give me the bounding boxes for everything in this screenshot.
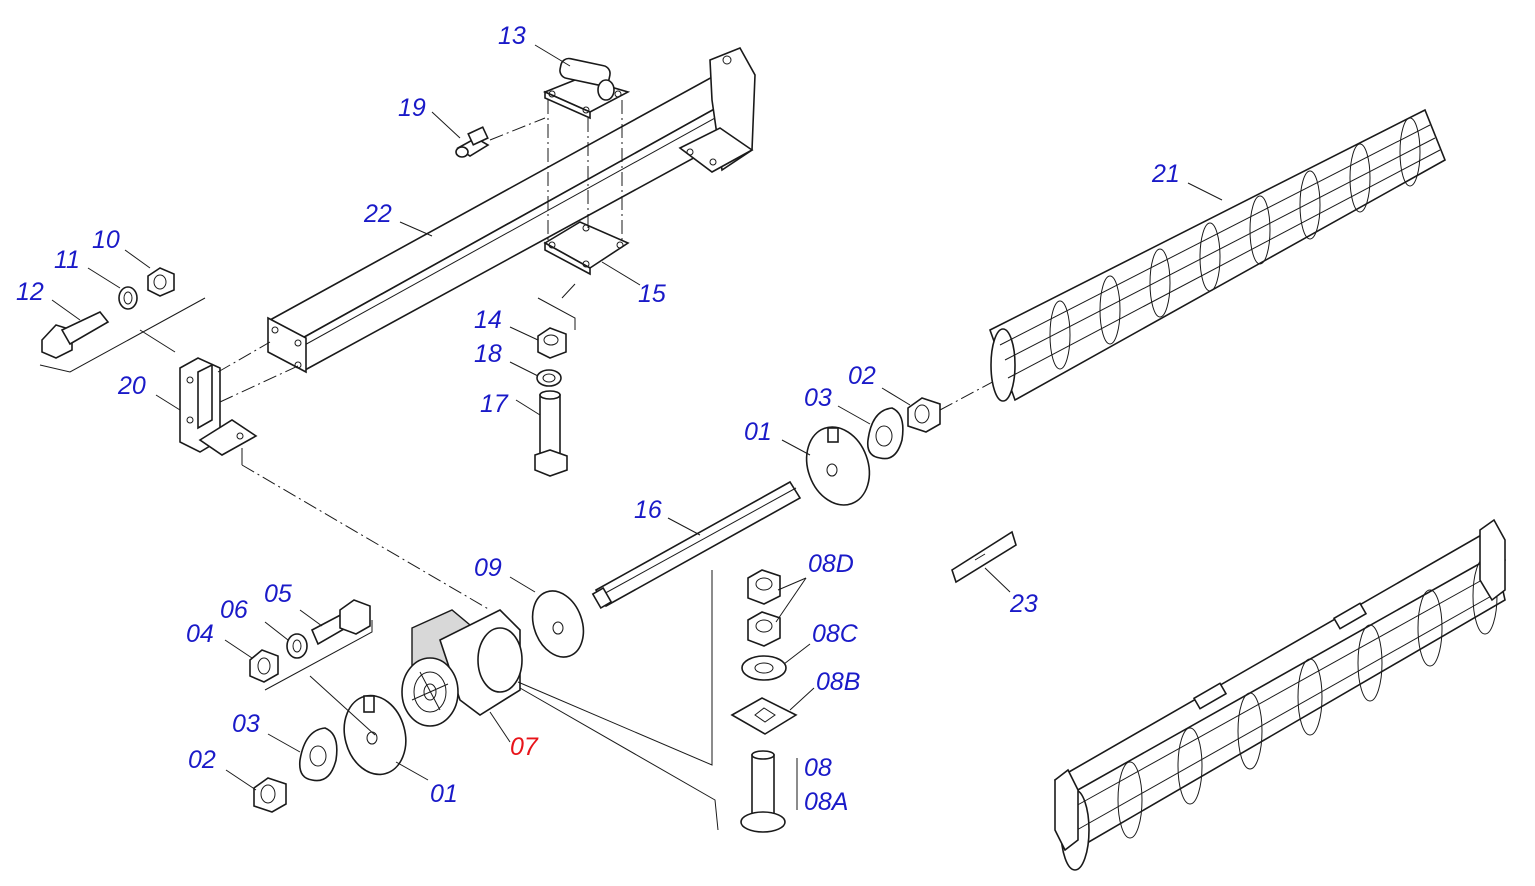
washer-11 [118, 286, 138, 310]
nut-10 [147, 267, 175, 297]
roller-cage-21 [989, 108, 1447, 402]
bolt-05 [310, 599, 371, 646]
washer-18 [536, 369, 562, 387]
disc-09 [531, 590, 585, 658]
washer-03-left [298, 727, 338, 782]
washer-06 [286, 633, 308, 659]
nut-14 [537, 327, 567, 359]
washer-08C [741, 655, 787, 681]
washer-03-right [866, 407, 904, 460]
bolt-17 [534, 390, 568, 477]
clamp-13 [542, 57, 631, 120]
label-19: 19 [398, 94, 426, 122]
label-08C: 08C [812, 620, 859, 648]
label-23: 23 [1009, 590, 1038, 618]
disc-01-right [805, 426, 871, 506]
shaft-16 [591, 480, 802, 610]
beam-end-bracket [678, 46, 756, 173]
grease-nipple-19 [455, 126, 490, 158]
label-10: 10 [92, 226, 120, 254]
nut-02-right [907, 397, 941, 433]
bracket-20 [179, 357, 258, 456]
label-20: 20 [117, 372, 146, 400]
label-11: 11 [54, 246, 80, 274]
label-09: 09 [474, 554, 502, 582]
label-15: 15 [638, 280, 666, 308]
label-12: 12 [16, 278, 44, 306]
label-08: 08 [804, 754, 832, 782]
clamp-plate-15 [543, 221, 630, 276]
label-14: 14 [474, 306, 502, 334]
label-07: 07 [510, 733, 539, 761]
nut-08D-lower [747, 611, 781, 647]
assembled-roller-view [1054, 518, 1507, 871]
label-16: 16 [634, 496, 662, 524]
bolt-08 [740, 750, 786, 833]
label-08D: 08D [808, 550, 854, 578]
label-08A: 08A [804, 788, 848, 816]
label-04: 04 [186, 620, 214, 648]
label-22: 22 [363, 200, 392, 228]
tag-23 [951, 530, 1017, 584]
label-02-right: 02 [848, 362, 876, 390]
part-labels: 13 19 22 10 11 12 15 14 18 17 20 21 02 0… [16, 22, 1180, 816]
label-05: 05 [264, 580, 292, 608]
label-02-left: 02 [188, 746, 216, 774]
nut-04 [249, 649, 279, 683]
label-06: 06 [220, 596, 248, 624]
label-17: 17 [480, 390, 509, 418]
label-13: 13 [498, 22, 526, 50]
label-18: 18 [474, 340, 502, 368]
bolt-12 [41, 311, 110, 359]
plate-08B [730, 697, 798, 735]
nut-02-left [253, 777, 287, 813]
label-03-left: 03 [232, 710, 260, 738]
nut-08D-upper [747, 569, 781, 605]
label-21: 21 [1151, 160, 1180, 188]
label-03-right: 03 [804, 384, 832, 412]
label-01-right: 01 [744, 418, 772, 446]
label-01-left: 01 [430, 780, 458, 808]
bearing-housing-07 [401, 609, 523, 727]
leader-lines [51, 44, 1223, 791]
label-08B: 08B [816, 668, 860, 696]
beam-22 [267, 68, 747, 374]
